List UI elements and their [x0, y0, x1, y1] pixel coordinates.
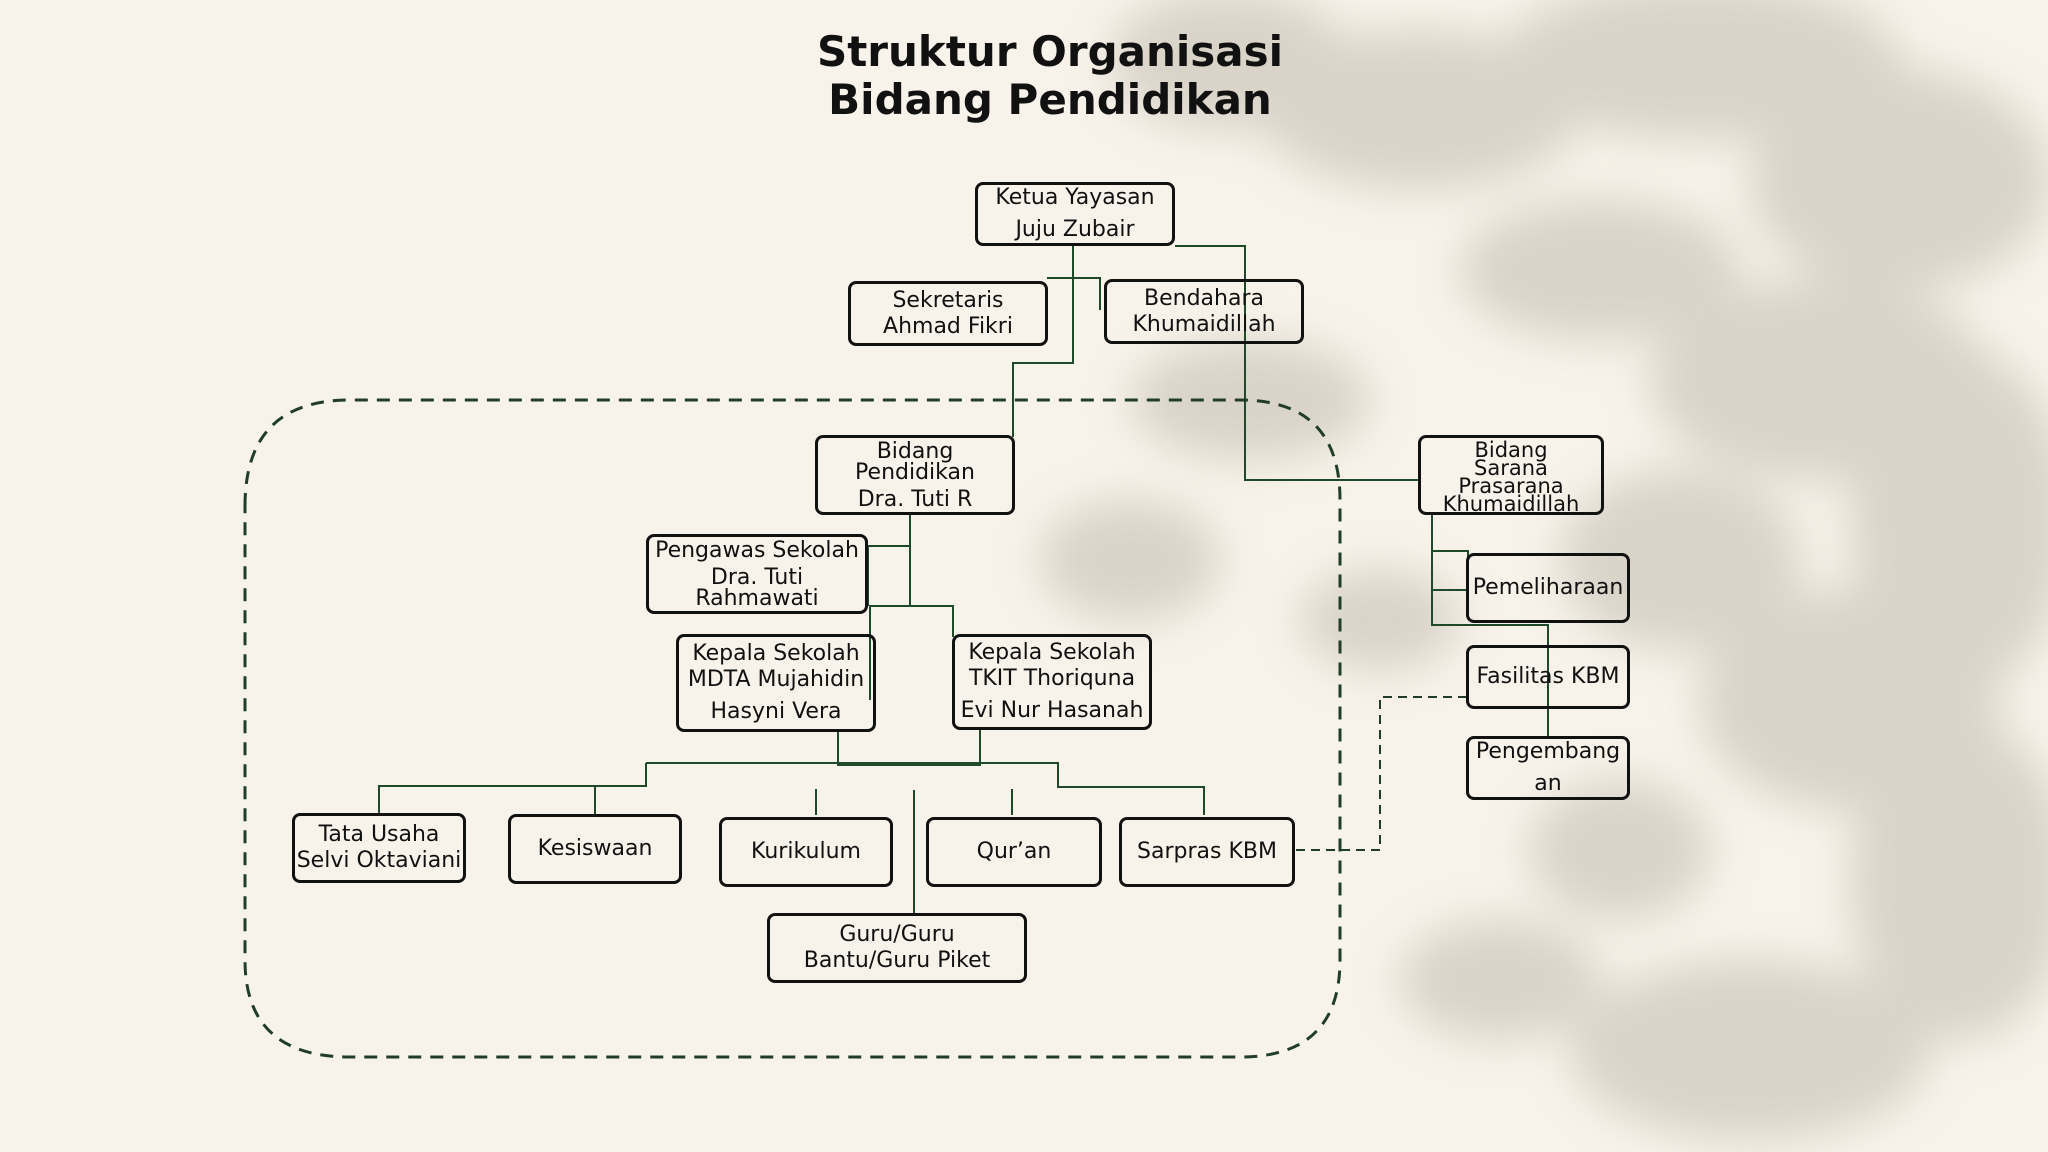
node-person: Ahmad Fikri: [883, 313, 1013, 339]
node-person: Hasyni Vera: [710, 699, 842, 724]
node-person: Selvi Oktaviani: [296, 848, 462, 873]
node-label: Kesiswaan: [537, 836, 653, 861]
node-role: Sekretaris: [892, 287, 1004, 313]
node-pengembangan: Pengembang an: [1466, 736, 1630, 800]
node-bidang-pendidikan: Bidang Pendidikan Dra. Tuti R: [815, 435, 1015, 515]
node-role: Pendidikan: [855, 459, 975, 485]
node-label: Sarpras KBM: [1137, 839, 1277, 864]
node-role: Kepala Sekolah: [968, 640, 1136, 665]
node-label: an: [1534, 771, 1562, 796]
node-guru: Guru/Guru Bantu/Guru Piket: [767, 913, 1027, 983]
node-label: Qur’an: [976, 839, 1052, 864]
node-bendahara: Bendahara Khumaidillah: [1104, 279, 1304, 344]
node-kepala-sekolah-tkit: Kepala Sekolah TKIT Thoriquna Evi Nur Ha…: [952, 634, 1152, 730]
node-person: Juju Zubair: [1015, 217, 1135, 242]
node-person: Evi Nur Hasanah: [960, 698, 1144, 723]
node-kesiswaan: Kesiswaan: [508, 814, 682, 884]
node-role: Bendahara: [1144, 285, 1264, 311]
node-role: Bidang: [876, 438, 954, 464]
node-role: Kepala Sekolah: [692, 641, 860, 666]
node-kurikulum: Kurikulum: [719, 817, 893, 887]
chart-title: Struktur Organisasi Bidang Pendidikan: [700, 28, 1400, 124]
node-role: Prasarana: [1458, 474, 1564, 498]
title-line-1: Struktur Organisasi: [816, 27, 1284, 76]
node-bidang-sarana-prasarana: Bidang Sarana Prasarana Khumaidillah: [1418, 435, 1604, 515]
node-role: Sarana: [1474, 456, 1548, 480]
node-sekretaris: Sekretaris Ahmad Fikri: [848, 281, 1048, 346]
node-school: MDTA Mujahidin: [687, 667, 865, 692]
dashed-group-boundary: [243, 398, 1342, 1059]
node-school: TKIT Thoriquna: [968, 666, 1136, 691]
node-role: Ketua Yayasan: [995, 185, 1155, 210]
node-pengawas-sekolah: Pengawas Sekolah Dra. Tuti Rahmawati: [646, 534, 868, 614]
node-person: Khumaidillah: [1442, 492, 1580, 516]
node-role: Tata Usaha: [318, 822, 440, 847]
node-person: Khumaidillah: [1132, 311, 1276, 337]
node-quran: Qur’an: [926, 817, 1102, 887]
node-kepala-sekolah-mdta: Kepala Sekolah MDTA Mujahidin Hasyni Ver…: [676, 634, 876, 732]
node-role: Bidang: [1474, 438, 1548, 462]
node-fasilitas-kbm: Fasilitas KBM: [1466, 645, 1630, 709]
node-ketua-yayasan: Ketua Yayasan Juju Zubair: [975, 182, 1175, 246]
node-person: Dra. Tuti: [710, 564, 804, 590]
node-role: Pengawas Sekolah: [655, 537, 859, 563]
node-label: Bantu/Guru Piket: [803, 948, 991, 973]
node-label: Guru/Guru: [839, 922, 955, 947]
node-person: Rahmawati: [695, 585, 819, 611]
node-label: Pemeliharaan: [1472, 575, 1624, 600]
node-sarpras-kbm: Sarpras KBM: [1119, 817, 1295, 887]
node-label: Pengembang: [1475, 739, 1621, 764]
node-label: Kurikulum: [751, 839, 861, 864]
node-person: Dra. Tuti R: [857, 486, 973, 512]
node-pemeliharaan: Pemeliharaan: [1466, 553, 1630, 623]
node-tata-usaha: Tata Usaha Selvi Oktaviani: [292, 813, 466, 883]
node-label: Fasilitas KBM: [1476, 664, 1620, 689]
title-line-2: Bidang Pendidikan: [828, 75, 1272, 124]
